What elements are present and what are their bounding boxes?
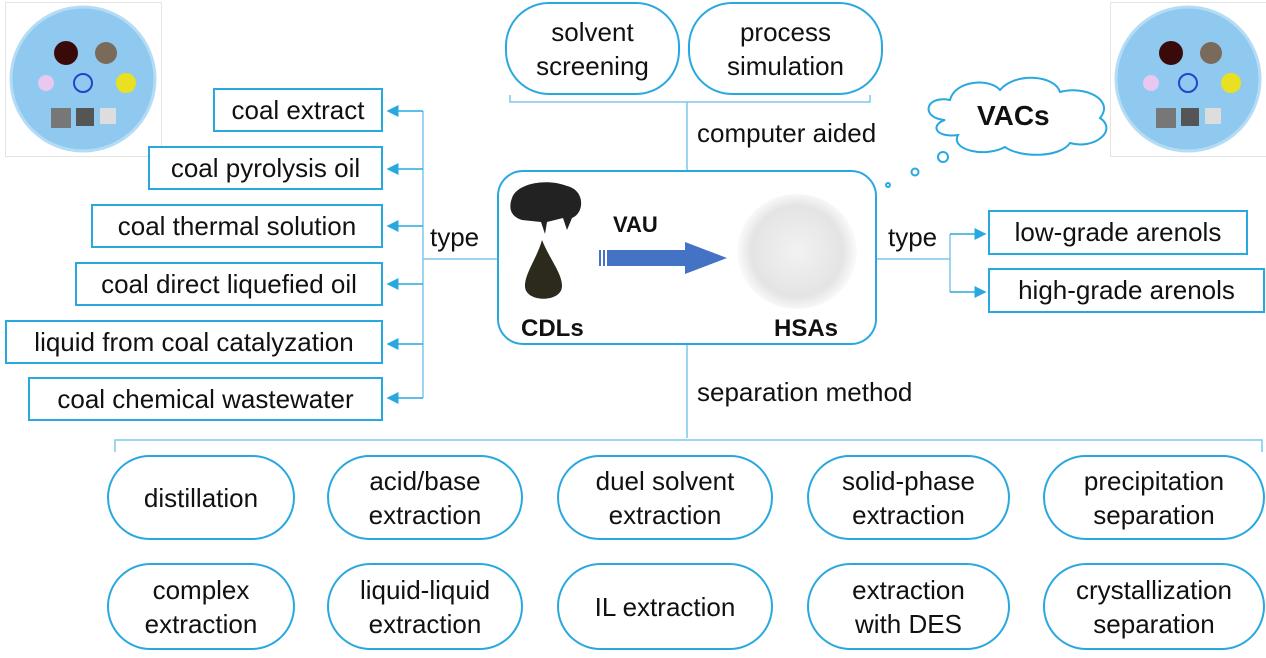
liquid-from-coal-catalyzation-node: liquid from coal catalyzation	[5, 320, 383, 364]
method-duel-solvent-extraction: duel solvent extraction	[557, 455, 773, 540]
left-type-label: type	[430, 222, 480, 252]
separation-method-label: separation method	[697, 377, 913, 407]
logo-right	[1110, 2, 1266, 157]
method-precipitation-separation: precipitation separation	[1043, 455, 1265, 540]
coal-thermal-solution-node: coal thermal solution	[91, 204, 383, 248]
coal-oil-icon	[510, 182, 582, 299]
method-solid-phase-extraction: solid-phase extraction	[807, 455, 1010, 540]
method-distillation: distillation	[107, 455, 295, 540]
method-complex-extraction: complex extraction	[107, 563, 295, 650]
method-liquid-liquid-extraction: liquid-liquid extraction	[327, 563, 523, 650]
method-il-extraction: IL extraction	[557, 563, 773, 650]
left-trunk	[422, 111, 497, 398]
low-grade-arenols-node: low-grade arenols	[988, 210, 1248, 255]
coal-pyrolysis-oil-node: coal pyrolysis oil	[148, 146, 383, 190]
coal-chemical-wastewater-node: coal chemical wastewater	[28, 377, 383, 421]
vau-arrow-icon	[599, 242, 727, 274]
vau-label: VAU	[613, 212, 658, 237]
solvent-screening-node: solvent screening	[505, 2, 680, 95]
hsas-label: HSAs	[774, 315, 839, 342]
high-grade-arenols-node: high-grade arenols	[988, 268, 1265, 313]
hsas-image	[737, 194, 857, 309]
center-box: VAU CDLs HSAs	[497, 170, 877, 345]
thought-cloud	[885, 76, 1108, 188]
method-extraction-with-des: extraction with DES	[807, 563, 1010, 650]
vacs-label: VACs	[977, 100, 1050, 131]
cdls-label: CDLs	[521, 315, 584, 342]
coal-direct-liquefied-oil-node: coal direct liquefied oil	[75, 262, 383, 306]
coal-extract-node: coal extract	[213, 88, 383, 132]
method-acid-base-extraction: acid/base extraction	[327, 455, 523, 540]
logo-left	[5, 2, 162, 157]
right-type-label: type	[888, 222, 938, 252]
computer-aided-label: computer aided	[697, 118, 877, 148]
right-trunk	[877, 234, 951, 292]
bottom-bracket	[114, 345, 1263, 452]
method-crystallization-separation: crystallization separation	[1043, 563, 1265, 650]
process-simulation-node: process simulation	[688, 2, 883, 95]
top-bracket	[509, 95, 871, 170]
